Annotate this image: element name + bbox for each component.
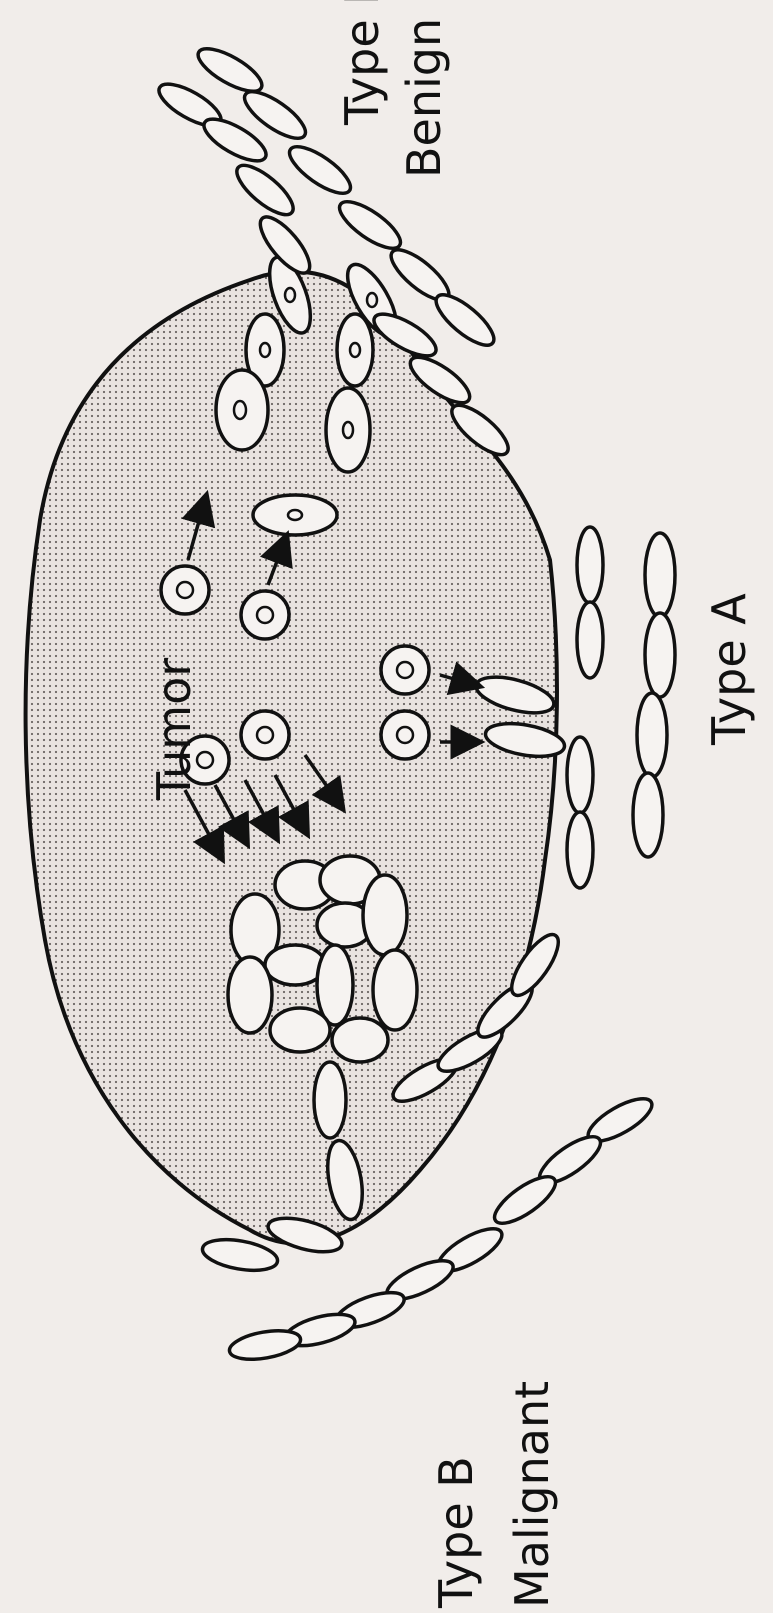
label-malignant: Malignant	[505, 1381, 559, 1608]
type-a-vessel-parallel	[633, 533, 675, 857]
label-benign: Benign	[397, 18, 451, 178]
label-type-b-bottom: Type B	[429, 1456, 483, 1609]
label-type-a: Type A	[702, 593, 756, 746]
label-tumor: Tumor	[147, 658, 201, 801]
benign-vessel-chain-outer	[153, 76, 317, 280]
label-type-b-top: Type B	[335, 0, 389, 126]
